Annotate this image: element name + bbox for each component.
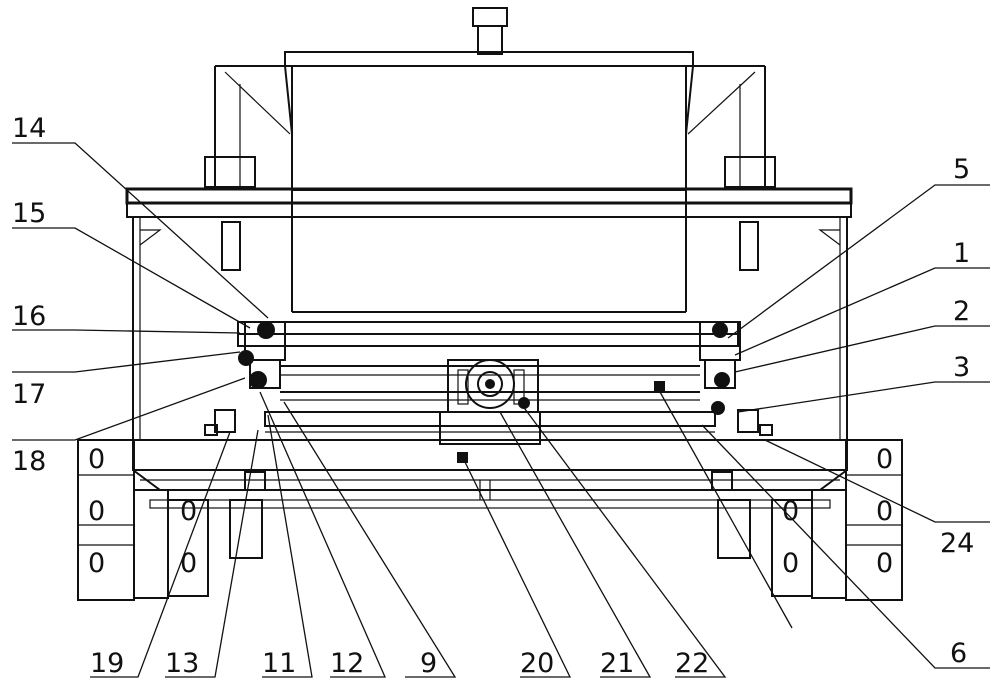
callout-22: 22 <box>675 648 709 679</box>
upper-hopper <box>215 52 765 312</box>
base-frame <box>133 440 847 508</box>
cross-plate <box>127 189 851 445</box>
callout-2: 2 <box>953 296 970 327</box>
leader-lines <box>12 143 990 677</box>
hole-label: 0 <box>782 548 799 579</box>
hole-label: 0 <box>876 548 893 579</box>
markers <box>458 382 664 462</box>
top-cylinder <box>473 8 507 54</box>
callout-16: 16 <box>12 301 46 332</box>
callout-20: 20 <box>520 648 554 679</box>
left-leg <box>78 440 262 600</box>
callout-3: 3 <box>953 352 970 383</box>
callout-5: 5 <box>953 154 970 185</box>
right-leg <box>718 440 902 600</box>
callout-11: 11 <box>262 648 296 679</box>
callout-14: 14 <box>12 113 46 144</box>
callout-15: 15 <box>12 198 46 229</box>
callout-13: 13 <box>165 648 199 679</box>
hole-label: 0 <box>180 496 197 527</box>
hole-label: 0 <box>88 444 105 475</box>
roller-assembly <box>205 322 772 435</box>
callout-19: 19 <box>90 648 124 679</box>
callout-17: 17 <box>12 379 46 410</box>
callout-24: 24 <box>940 528 974 559</box>
hole-label: 0 <box>88 496 105 527</box>
callout-9: 9 <box>420 648 437 679</box>
callout-21: 21 <box>600 648 634 679</box>
hole-label: 0 <box>180 548 197 579</box>
callout-18: 18 <box>12 446 46 477</box>
hole-label: 0 <box>88 548 105 579</box>
callout-12: 12 <box>330 648 364 679</box>
callout-6: 6 <box>950 638 967 669</box>
guide-posts <box>205 157 775 270</box>
hole-label: 0 <box>876 444 893 475</box>
callout-1: 1 <box>953 238 970 269</box>
